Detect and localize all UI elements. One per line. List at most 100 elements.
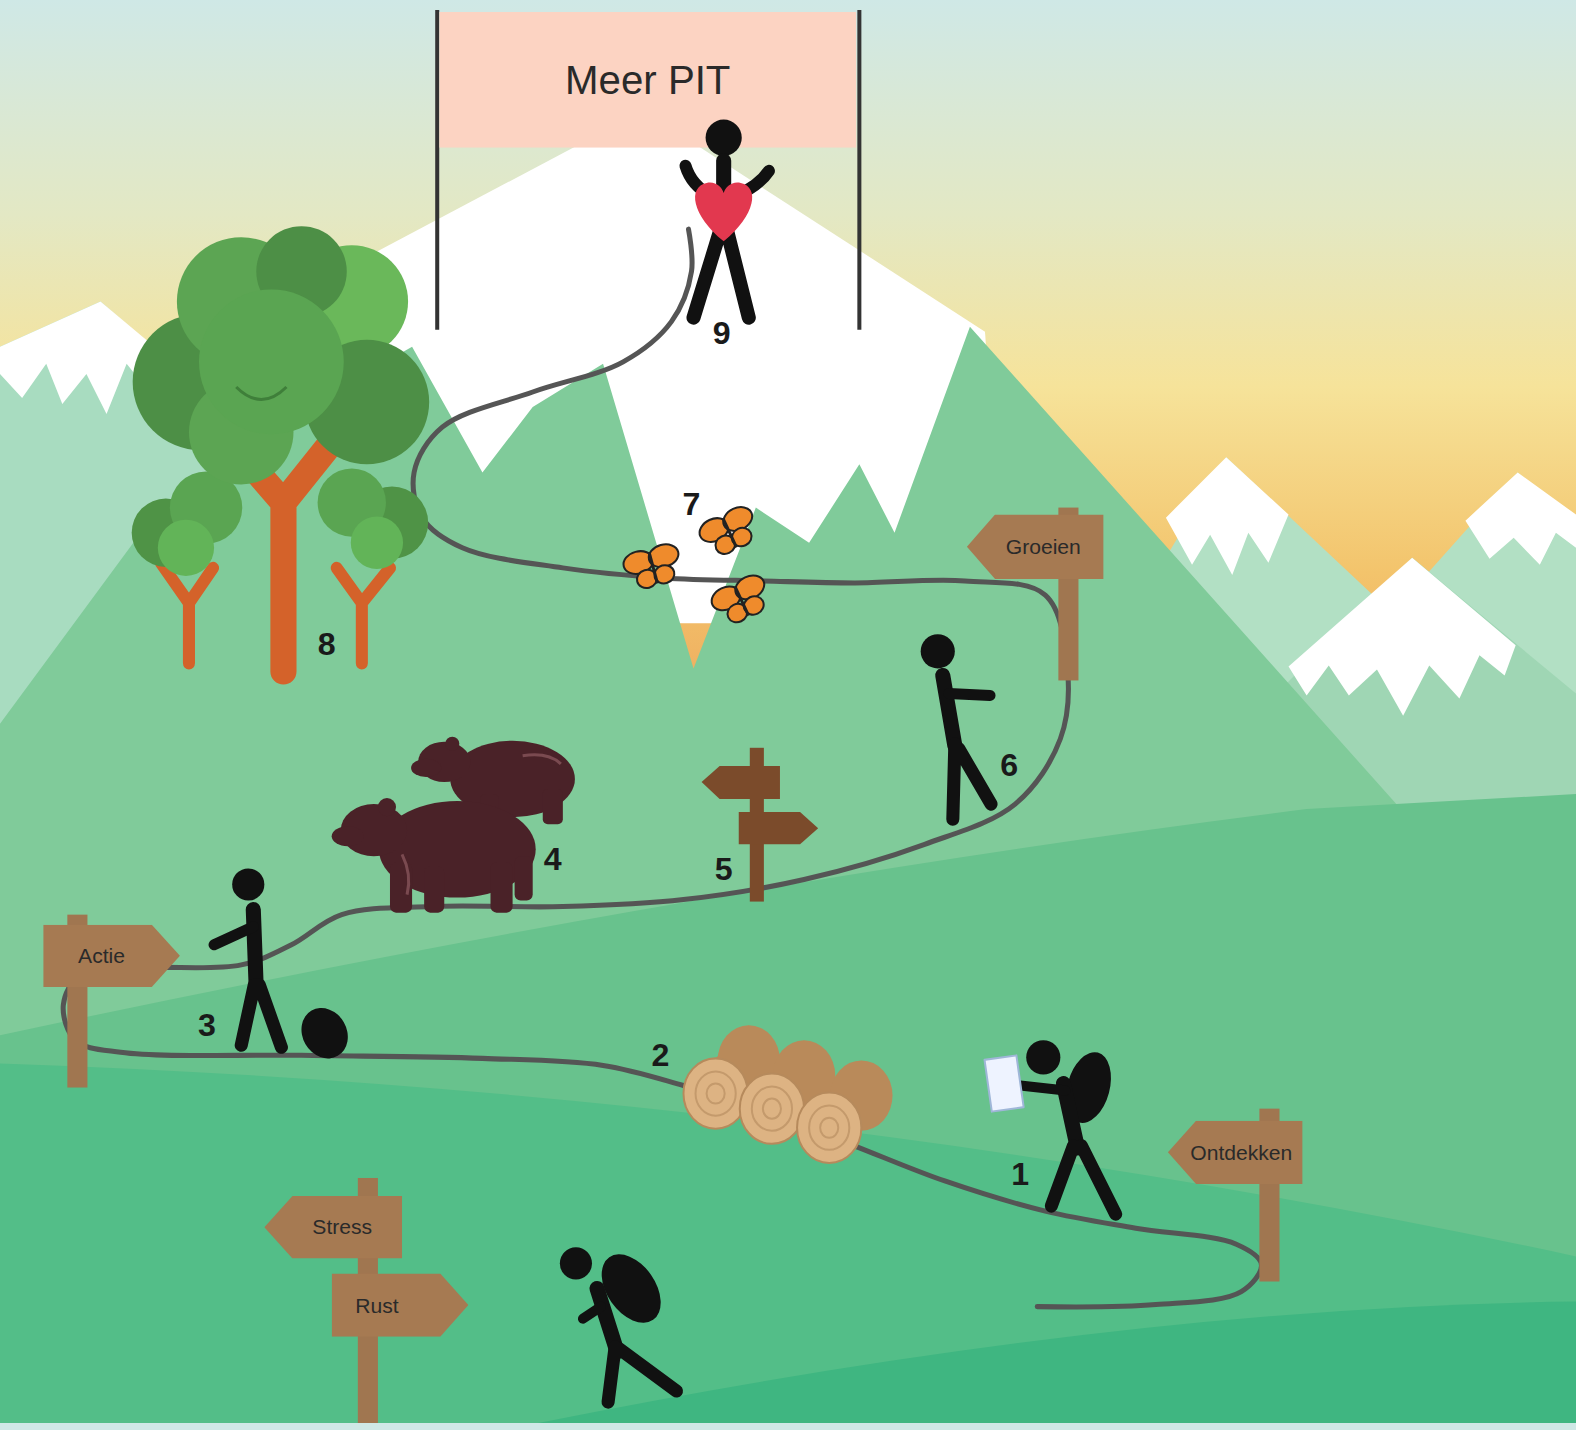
hiker-head	[1026, 1040, 1060, 1074]
tree-trunk	[337, 568, 390, 663]
bear-detail	[523, 755, 561, 764]
signpost-text: Stress	[312, 1216, 372, 1239]
bear-leg	[515, 856, 533, 900]
figure-body	[716, 161, 731, 233]
callout-number: 4	[544, 841, 562, 878]
butterfly	[621, 541, 685, 592]
hiker-arm	[1020, 1086, 1065, 1091]
bear-detail	[402, 854, 409, 894]
meadow	[503, 1302, 1576, 1423]
signpost-board: Actie	[43, 925, 180, 987]
snow-cap	[1465, 472, 1576, 564]
signpost-text: Rust	[355, 1294, 398, 1317]
log-ring	[809, 1106, 849, 1150]
figure-leg	[694, 229, 749, 317]
callout-number: 5	[715, 851, 733, 888]
banner-cloth	[439, 12, 856, 148]
arrow-board	[264, 1196, 402, 1258]
log-ring	[763, 1099, 781, 1119]
log-ring	[820, 1118, 838, 1138]
butterfly	[696, 503, 763, 561]
callout-number: 1	[1011, 1155, 1029, 1192]
hiker	[214, 634, 1118, 1402]
banner-pole	[857, 10, 861, 330]
butterfly-body	[723, 518, 737, 547]
hiker-leg	[608, 1347, 676, 1402]
summit-figure	[685, 120, 768, 318]
figure-arm	[685, 166, 711, 196]
snow-cap	[1289, 558, 1516, 716]
callout-number: 3	[198, 1007, 216, 1044]
bear-ear	[445, 737, 459, 751]
banner-pole	[435, 10, 439, 330]
butterfly-body	[735, 586, 749, 615]
arrow-board	[967, 515, 1104, 579]
figure-arm	[736, 171, 769, 196]
log-ring	[707, 1083, 725, 1103]
foliage	[158, 520, 214, 576]
meadow	[0, 794, 1576, 1423]
bear-leg	[424, 866, 444, 912]
signpost-board: Groeien	[967, 515, 1104, 579]
mountain	[0, 327, 1576, 1423]
hiker-arm	[949, 694, 990, 696]
hiker-arm	[583, 1307, 601, 1319]
hiker-head	[921, 634, 955, 668]
foliage	[199, 289, 344, 434]
heart	[695, 183, 752, 242]
trail	[63, 229, 1261, 1307]
arrow-board	[332, 1273, 469, 1336]
signpost-text: Groeien	[1006, 535, 1081, 558]
callout-number: 9	[713, 315, 731, 352]
signpost-board: Stress	[264, 1196, 402, 1258]
callout-number: 8	[318, 626, 336, 663]
butterfly-body	[649, 552, 657, 583]
foliage	[351, 517, 403, 569]
arrow-board	[43, 925, 180, 987]
sign-board	[702, 766, 780, 799]
foliage-detail	[236, 387, 286, 400]
backpack	[292, 1000, 356, 1067]
butterfly	[708, 571, 775, 629]
arrow-board	[1168, 1121, 1303, 1184]
snow-cap	[1166, 457, 1289, 575]
hiker-leg	[953, 744, 991, 819]
tree-group	[132, 226, 430, 671]
signpost-text: Ontdekken	[1190, 1141, 1292, 1164]
callout-number: 7	[683, 486, 701, 523]
signpost-board: Ontdekken	[1168, 1121, 1303, 1184]
bear-snout	[332, 826, 364, 846]
bear-leg	[543, 789, 563, 824]
banner: Meer PIT	[439, 12, 856, 148]
bear	[332, 798, 536, 913]
board-shape	[332, 1273, 469, 1336]
signpost-board: Rust	[332, 1273, 469, 1336]
log-end	[683, 1058, 747, 1128]
callout-number: 2	[651, 1037, 669, 1074]
sign-board	[739, 812, 818, 844]
hiker-leg	[241, 985, 281, 1047]
map-paper	[985, 1055, 1024, 1111]
meadow	[0, 1063, 1576, 1423]
bear-ear	[378, 798, 396, 816]
log-ring	[752, 1087, 792, 1131]
figure-head	[706, 120, 742, 156]
tree-trunk	[161, 563, 213, 664]
log-end	[797, 1093, 861, 1163]
log-end	[740, 1073, 804, 1143]
hiker-head	[232, 868, 264, 900]
callout-number: 6	[1000, 747, 1018, 784]
bear-snout	[411, 759, 441, 777]
hiker-leg	[1051, 1146, 1115, 1214]
banner-title: Meer PIT	[565, 58, 730, 102]
logs	[683, 1025, 892, 1163]
signpost-text: Actie	[78, 944, 125, 967]
hiker-head	[560, 1247, 592, 1279]
bear-leg	[490, 862, 512, 912]
hiker-arm	[214, 927, 253, 945]
hiker-body	[943, 675, 955, 745]
log-ring	[696, 1071, 736, 1115]
